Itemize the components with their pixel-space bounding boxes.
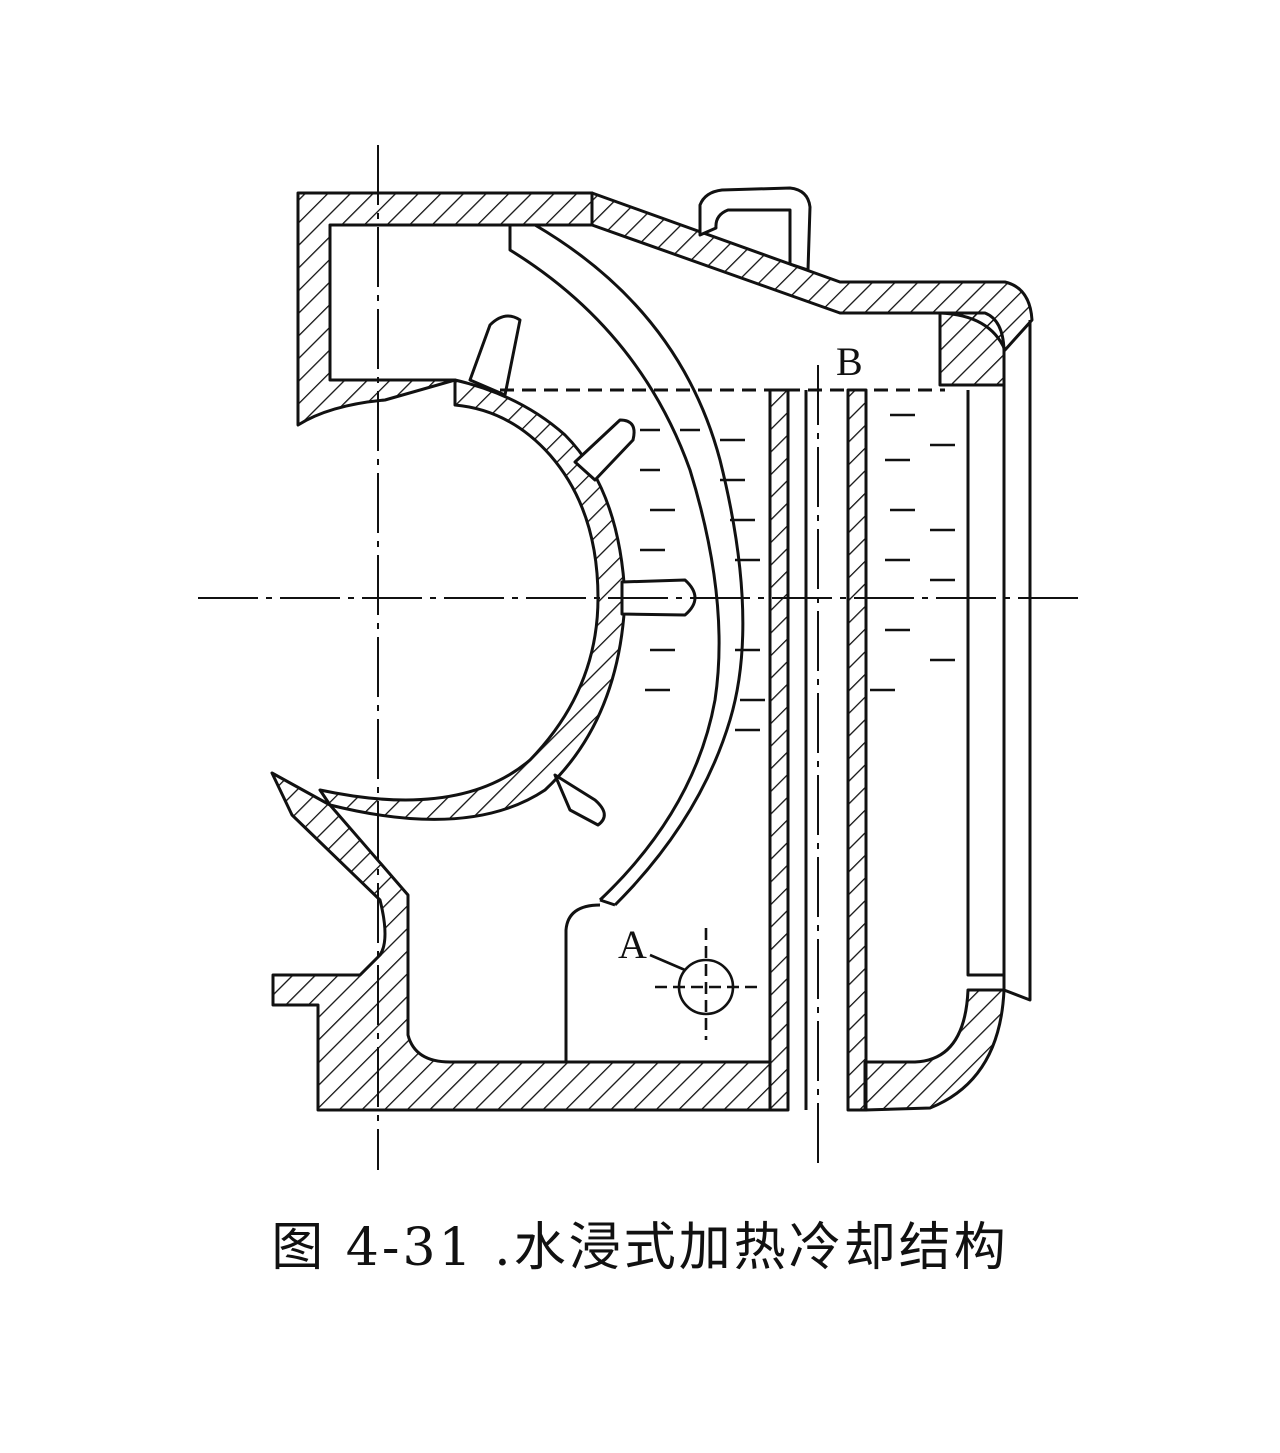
label-b: B xyxy=(836,339,863,384)
handle xyxy=(698,186,812,272)
nozzle-group xyxy=(468,314,697,827)
housing-right-inner xyxy=(966,390,1004,977)
label-a: A xyxy=(618,922,647,967)
curved-baffle-inner xyxy=(534,223,745,907)
nozzle-2 xyxy=(573,418,636,482)
nozzle-4 xyxy=(553,773,606,827)
housing-top-left-wall xyxy=(296,191,594,427)
internal-partition xyxy=(564,903,601,1062)
housing-right-wall xyxy=(1002,320,1032,1002)
bearing-seat xyxy=(318,378,627,821)
water-fill xyxy=(640,413,955,732)
tube-left-wall xyxy=(768,388,790,1112)
tube-right-wall xyxy=(846,388,868,1112)
port-a-leader xyxy=(649,953,686,972)
housing-bottom-right xyxy=(863,988,1006,1112)
housing-bottom-wall xyxy=(270,771,772,1112)
curved-baffle xyxy=(508,225,721,902)
nozzle-1 xyxy=(468,314,522,397)
center-lines xyxy=(198,145,1085,1170)
figure-caption: 图 4-31 .水浸式加热冷却结构 xyxy=(271,1218,1009,1278)
port-a xyxy=(649,928,760,1040)
seal-block-b xyxy=(938,311,1006,387)
